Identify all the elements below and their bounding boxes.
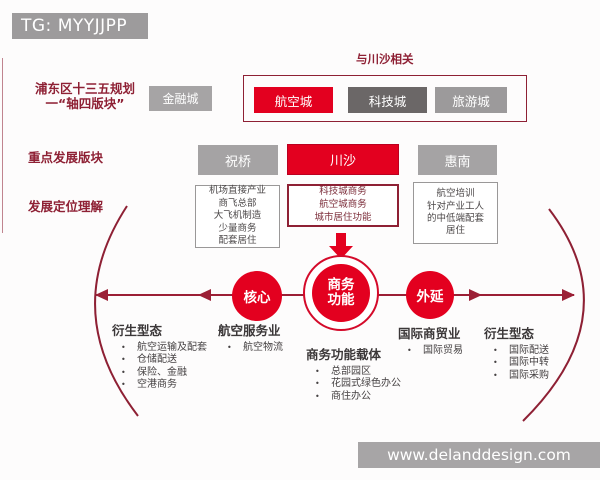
bullet-item: 国际贸易 bbox=[398, 345, 463, 357]
detail-box-huinan: 航空培训 针对产业工人 的中低端配套 居住 bbox=[413, 182, 498, 244]
related-group-border bbox=[243, 75, 527, 122]
arrowhead-left-end-icon bbox=[95, 289, 108, 301]
bullet-item: 国际中转 bbox=[484, 357, 549, 369]
planning-label-line1: 浦东区十三五规划 bbox=[34, 81, 135, 96]
bullet-item: 总部园区 bbox=[306, 366, 401, 378]
town-box-huinan: 惠南 bbox=[418, 145, 497, 175]
column-title: 商务功能载体 bbox=[306, 347, 382, 362]
focus-row-label: 重点发展版块 bbox=[28, 150, 104, 165]
arrowhead-right-mid-icon bbox=[469, 289, 482, 301]
column-title: 衍生型态 bbox=[112, 323, 163, 338]
planning-label-line2: 一“轴四版块” bbox=[45, 96, 125, 111]
town-box-zhuqiao: 祝桥 bbox=[198, 145, 278, 175]
column-title: 衍生型态 bbox=[484, 326, 535, 341]
detail-line: 航空城商务 bbox=[319, 199, 367, 211]
detail-line: 居住 bbox=[445, 225, 465, 237]
bullet-item: 商住办公 bbox=[306, 391, 401, 403]
bullet-item: 国际配送 bbox=[484, 345, 549, 357]
detail-line: 机场直接产业 bbox=[208, 185, 266, 197]
tourism-city-box: 旅游城 bbox=[435, 87, 507, 113]
down-arrow-icon bbox=[329, 233, 353, 259]
bullet-item: 仓储配送 bbox=[112, 354, 207, 366]
bullet-item: 国际采购 bbox=[484, 370, 549, 382]
core-circle: 核心 bbox=[232, 271, 282, 321]
detail-line: 少量商务 bbox=[218, 222, 257, 234]
positioning-label: 发展定位理解 bbox=[28, 199, 104, 214]
finance-city-box: 金融城 bbox=[149, 86, 212, 111]
column-title: 国际商贸业 bbox=[398, 326, 461, 341]
column-business-carrier: 商务功能载体 总部园区 花园式绿色办公 商住办公 bbox=[306, 344, 401, 403]
detail-line: 配套居住 bbox=[218, 235, 257, 247]
column-aviation-services: 航空服务业 航空物流 bbox=[218, 320, 283, 354]
bullet-item: 航空运输及配套 bbox=[112, 342, 207, 354]
column-derived-right: 衍生型态 国际配送 国际中转 国际采购 bbox=[484, 323, 549, 382]
website-watermark: www.delanddesign.com bbox=[358, 442, 600, 468]
outer-circle: 外延 bbox=[406, 271, 454, 319]
detail-box-chuansha: 科技城商务 航空城商务 城市居住功能 bbox=[287, 184, 399, 227]
center-circle: 商务 功能 bbox=[312, 264, 370, 322]
detail-line: 商飞总部 bbox=[218, 197, 257, 209]
left-edge-line bbox=[2, 58, 3, 233]
detail-line: 航空培训 bbox=[436, 188, 475, 200]
aviation-city-box: 航空城 bbox=[254, 87, 333, 113]
arrowhead-left-mid-icon bbox=[198, 289, 211, 301]
chuansha-related-caption: 与川沙相关 bbox=[356, 52, 414, 66]
column-international-trade: 国际商贸业 国际贸易 bbox=[398, 323, 463, 357]
bullet-item: 花园式绿色办公 bbox=[306, 378, 401, 390]
town-box-chuansha: 川沙 bbox=[287, 144, 399, 175]
planning-row-label: 浦东区十三五规划 一“轴四版块” bbox=[18, 81, 152, 111]
detail-box-zhuqiao: 机场直接产业 商飞总部 大飞机制造 少量商务 配套居住 bbox=[195, 185, 280, 248]
bullet-item: 航空物流 bbox=[218, 342, 283, 354]
detail-line: 大飞机制造 bbox=[213, 210, 262, 222]
tg-watermark: TG: MYYJJPP bbox=[12, 13, 148, 39]
right-arc-line bbox=[522, 208, 585, 422]
tech-city-box: 科技城 bbox=[348, 87, 427, 113]
bullet-item: 保险、金融 bbox=[112, 367, 207, 379]
detail-line: 城市居住功能 bbox=[314, 211, 372, 223]
column-derived-left: 衍生型态 航空运输及配套 仓储配送 保险、金融 空港商务 bbox=[112, 320, 207, 392]
detail-line: 科技城商务 bbox=[319, 186, 367, 198]
center-circle-line1: 商务 bbox=[327, 277, 355, 293]
bullet-item: 空港商务 bbox=[112, 379, 207, 391]
arrowhead-right-end-icon bbox=[562, 289, 575, 301]
center-circle-line2: 功能 bbox=[327, 292, 355, 308]
column-title: 航空服务业 bbox=[218, 323, 281, 338]
detail-line: 的中低端配套 bbox=[426, 213, 484, 224]
detail-line: 针对产业工人 bbox=[426, 200, 484, 212]
